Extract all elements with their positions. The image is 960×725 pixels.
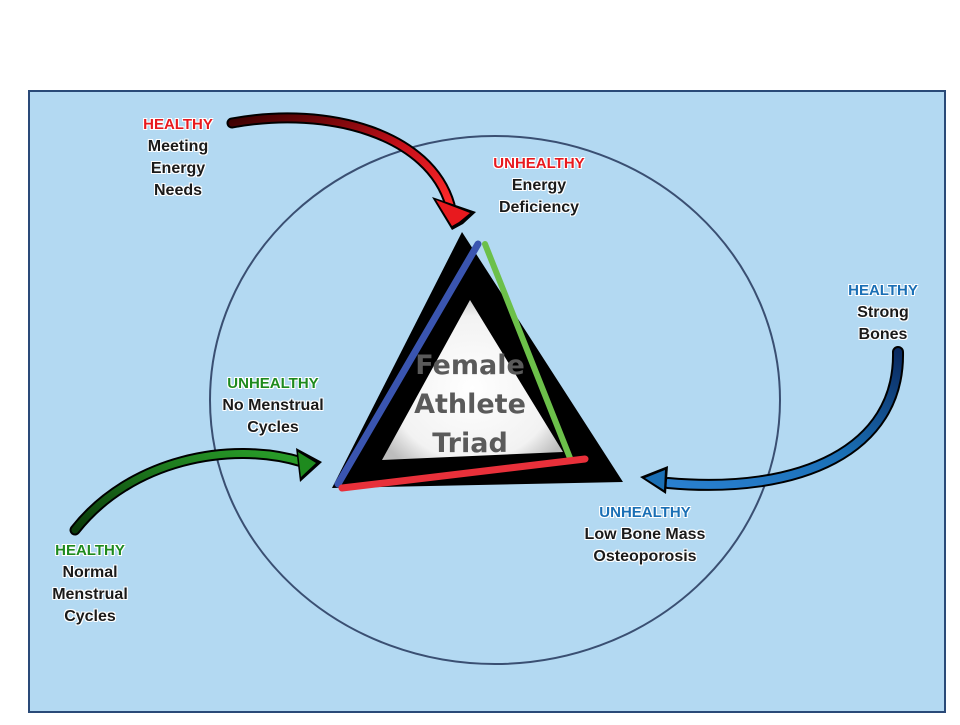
triangle-green-edge xyxy=(482,241,573,461)
label-line: Deficiency xyxy=(498,199,580,216)
triad-triangle xyxy=(332,232,623,492)
label-line: Osteoporosis xyxy=(593,548,697,565)
status-unhealthy: UNHEALTHY xyxy=(493,155,585,172)
label-line: Energy xyxy=(511,177,567,194)
triangle-inner xyxy=(382,300,563,460)
label-bone-unhealthy: UNHEALTHY Low Bone Mass Osteoporosis xyxy=(570,502,720,568)
label-line: Low Bone Mass xyxy=(584,526,706,543)
label-line: Cycles xyxy=(247,419,299,436)
label-energy-unhealthy: UNHEALTHY Energy Deficiency xyxy=(474,153,604,219)
label-line: Normal xyxy=(62,564,118,581)
triad-title: Female Athlete Triad xyxy=(405,346,535,463)
label-energy-healthy: HEALTHY Meeting Energy Needs xyxy=(118,114,238,202)
triad-title-line-1: Female xyxy=(415,350,525,381)
status-healthy: HEALTHY xyxy=(848,282,918,299)
label-line: Cycles xyxy=(64,608,116,625)
triad-title-line-3: Triad xyxy=(432,428,508,459)
triangle-blue-edge xyxy=(334,240,482,488)
triad-title-line-2: Athlete xyxy=(414,389,526,420)
bone-arrow xyxy=(640,346,905,494)
triangle-red-edge xyxy=(338,455,589,492)
outer-circle xyxy=(209,135,781,665)
status-unhealthy: UNHEALTHY xyxy=(599,504,691,521)
label-bone-healthy: HEALTHY Strong Bones xyxy=(828,280,938,346)
menstrual-arrow xyxy=(69,448,322,536)
label-line: Meeting xyxy=(147,138,209,155)
label-line: Bones xyxy=(858,326,908,343)
label-line: Needs xyxy=(153,182,203,199)
energy-arrow xyxy=(226,112,476,230)
status-unhealthy: UNHEALTHY xyxy=(227,375,319,392)
status-healthy: HEALTHY xyxy=(143,116,213,133)
label-menstrual-healthy: HEALTHY Normal Menstrual Cycles xyxy=(30,540,150,628)
label-line: Menstrual xyxy=(52,586,128,603)
label-line: Strong xyxy=(857,304,909,321)
label-line: Energy xyxy=(150,160,206,177)
label-line: No Menstrual xyxy=(222,397,324,414)
status-healthy: HEALTHY xyxy=(55,542,125,559)
label-menstrual-unhealthy: UNHEALTHY No Menstrual Cycles xyxy=(208,373,338,439)
